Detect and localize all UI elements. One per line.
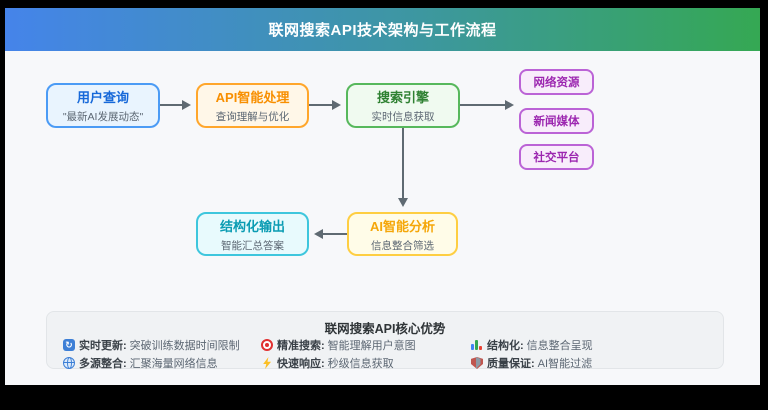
advantages-column-3: 结构化: 信息整合呈现 质量保证: AI智能过滤 (471, 336, 593, 372)
advantages-column-1: ↻ 实时更新: 突破训练数据时间限制 多源整合: 汇聚海量网络信息 (63, 336, 240, 372)
node-user-query: 用户查询 "最新AI发展动态" (46, 83, 160, 128)
advantage-label: 多源整合: (79, 358, 127, 370)
advantage-item-quality: 质量保证: AI智能过滤 (471, 354, 593, 372)
arrow-user-to-api (160, 100, 191, 110)
advantage-label: 实时更新: (79, 340, 127, 352)
target-icon (261, 339, 273, 351)
advantage-item-multisource: 多源整合: 汇聚海量网络信息 (63, 354, 240, 372)
source-social-platform: 社交平台 (519, 144, 594, 170)
node-subtitle: 实时信息获取 (371, 111, 435, 123)
advantage-label: 快速响应: (277, 358, 325, 370)
advantage-text: 汇聚海量网络信息 (129, 358, 218, 370)
node-title: AI智能分析 (369, 218, 435, 234)
page-header: 联网搜索API技术架构与工作流程 (5, 8, 760, 51)
advantage-item-precision: 精准搜索: 智能理解用户意图 (261, 336, 416, 354)
advantages-title: 联网搜索API核心优势 (324, 322, 446, 336)
advantages-column-2: 精准搜索: 智能理解用户意图 快速响应: 秒级信息获取 (261, 336, 416, 372)
source-label: 新闻媒体 (533, 116, 580, 128)
source-news-media: 新闻媒体 (519, 108, 594, 134)
node-subtitle: 信息整合筛选 (371, 239, 434, 252)
advantage-text: 智能理解用户意图 (327, 340, 416, 352)
arrow-api-to-search (309, 100, 341, 110)
node-title: 用户查询 (76, 90, 129, 105)
node-subtitle: "最新AI发展动态" (62, 111, 144, 123)
node-subtitle: 查询理解与优化 (215, 111, 290, 123)
node-title: API智能处理 (215, 90, 290, 105)
node-title: 搜索引擎 (376, 90, 429, 105)
advantage-text: 信息整合呈现 (526, 340, 593, 352)
source-web-resources: 网络资源 (519, 69, 594, 95)
advantage-label: 精准搜索: (277, 340, 325, 352)
arrow-analysis-to-output (314, 229, 347, 239)
node-search-engine: 搜索引擎 实时信息获取 (346, 83, 460, 128)
advantage-text: 秒级信息获取 (327, 358, 394, 370)
node-ai-analysis: AI智能分析 信息整合筛选 (347, 212, 458, 256)
arrow-search-to-sources (460, 100, 514, 110)
lightning-icon (263, 357, 272, 369)
advantage-item-speed: 快速响应: 秒级信息获取 (261, 354, 416, 372)
advantage-item-structured: 结构化: 信息整合呈现 (471, 336, 593, 354)
node-api-processing: API智能处理 查询理解与优化 (196, 83, 309, 128)
arrow-search-to-analysis (398, 128, 408, 207)
source-label: 网络资源 (533, 77, 580, 89)
shield-icon (471, 357, 483, 369)
advantages-panel: 联网搜索API核心优势 ↻ 实时更新: 突破训练数据时间限制 多源整合: 汇聚海… (46, 311, 724, 372)
source-label: 社交平台 (533, 152, 580, 164)
bar-chart-icon (471, 339, 483, 351)
node-structured-output: 结构化输出 智能汇总答案 (196, 212, 309, 256)
node-subtitle: 智能汇总答案 (221, 239, 284, 252)
advantage-label: 质量保证: (487, 358, 535, 370)
advantage-item-realtime: ↻ 实时更新: 突破训练数据时间限制 (63, 336, 240, 354)
advantage-text: AI智能过滤 (537, 358, 593, 370)
advantage-text: 突破训练数据时间限制 (129, 340, 240, 352)
page-title: 联网搜索API技术架构与工作流程 (268, 22, 497, 39)
globe-icon (63, 357, 75, 369)
advantage-label: 结构化: (487, 340, 524, 352)
node-title: 结构化输出 (219, 218, 285, 234)
page-canvas: 联网搜索API技术架构与工作流程 用户查询 "最新AI发展动态" API智能处理… (5, 8, 760, 385)
refresh-icon: ↻ (63, 339, 75, 351)
